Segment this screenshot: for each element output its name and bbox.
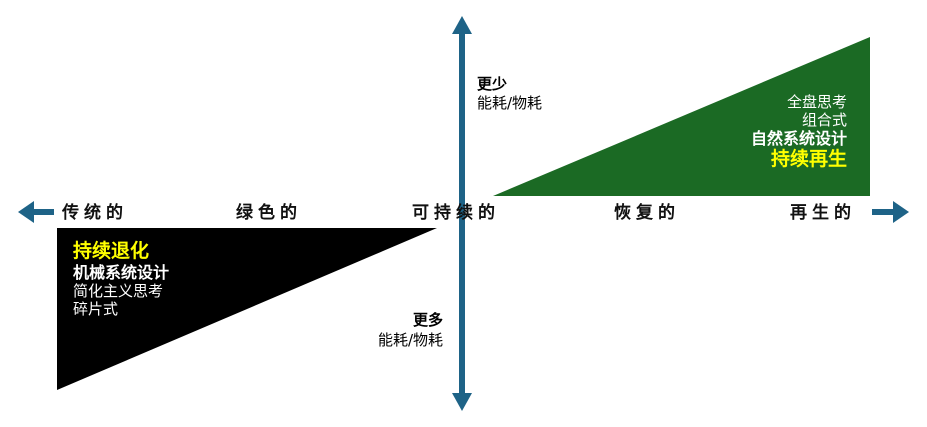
up-arrow-icon — [452, 16, 472, 34]
bottom-title: 更多 — [412, 311, 443, 329]
green-box-text: 全盘思考 组合式 自然系统设计 持续再生 — [751, 93, 847, 171]
black-bold: 机械系统设计 — [73, 262, 170, 282]
black-box-text: 持续退化 机械系统设计 简化主义思考 碎片式 — [73, 240, 169, 318]
green-bold: 自然系统设计 — [750, 129, 847, 148]
top-subtitle: 能耗/物耗 — [477, 94, 543, 112]
green-line-2: 组合式 — [801, 111, 847, 129]
axis-label-restorative: 恢复的 — [614, 203, 680, 223]
black-line-1: 简化主义思考 — [73, 281, 164, 300]
black-highlight: 持续退化 — [73, 240, 150, 262]
down-arrow-icon — [452, 393, 472, 411]
vertical-axis — [459, 30, 465, 398]
black-triangle — [57, 228, 437, 390]
axis-label-regenerative: 再生的 — [790, 203, 856, 223]
axis-label-traditional: 传统的 — [62, 203, 128, 223]
bottom-subtitle: 能耗/物耗 — [377, 331, 443, 349]
left-arrow-icon — [18, 201, 34, 223]
axis-label-sustainable: 可持续的 — [412, 203, 500, 223]
right-arrow-icon — [893, 201, 909, 223]
green-triangle — [493, 37, 870, 196]
black-line-2: 碎片式 — [73, 299, 119, 318]
green-highlight: 持续再生 — [770, 148, 847, 171]
top-title: 更少 — [477, 75, 508, 93]
axis-label-green: 绿色的 — [236, 203, 302, 223]
green-line-1: 全盘思考 — [786, 93, 847, 111]
